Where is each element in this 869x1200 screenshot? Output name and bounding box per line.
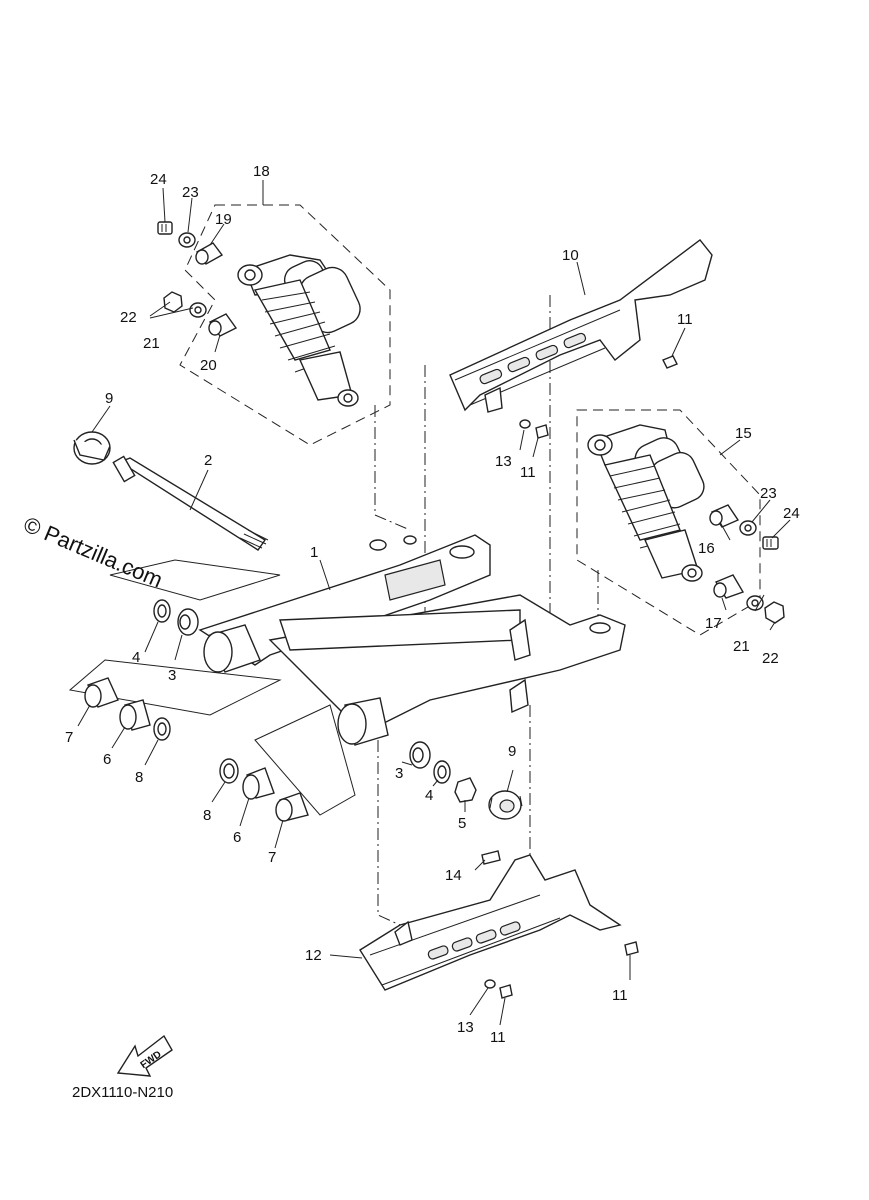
screw-11-b: [535, 424, 549, 439]
callout-9-top: 9: [105, 390, 113, 407]
collar-20: [208, 313, 238, 337]
callout-9-bottom: 9: [508, 743, 516, 760]
axle-nut-bottom: [488, 790, 523, 820]
rear-shock-left: [237, 254, 361, 407]
collar-17: [713, 574, 745, 599]
callout-18: 18: [253, 163, 270, 180]
watermark: © Partzilla.com: [20, 512, 166, 593]
left-bushing-7: [84, 677, 119, 708]
callout-24-right: 24: [783, 505, 800, 522]
align-line-shock-left: [374, 405, 411, 531]
callout-2: 2: [204, 452, 212, 469]
left-seal-8: [153, 717, 171, 741]
left-bearing-6: [119, 699, 151, 731]
rear-shock-right: [587, 424, 705, 582]
group-outline-axle: [109, 559, 281, 601]
callout-21-right: 21: [733, 638, 750, 655]
callout-19: 19: [215, 211, 232, 228]
nut-22-left: [163, 291, 183, 313]
callout-10: 10: [562, 247, 579, 264]
callout-1: 1: [310, 544, 318, 561]
callout-4-left: 4: [132, 649, 140, 666]
washer-21-right: [746, 595, 764, 611]
label-14: [481, 850, 501, 865]
callout-3-left: 3: [168, 667, 176, 684]
callout-23-right: 23: [760, 485, 777, 502]
shock-bolt-24-left: [157, 221, 173, 235]
callout-11-d: 11: [490, 1029, 506, 1046]
callout-13-b: 13: [457, 1019, 474, 1036]
nut-5: [454, 777, 477, 803]
callout-11-c: 11: [612, 987, 628, 1004]
callout-23-left: 23: [182, 184, 199, 201]
right-washer-4: [433, 760, 451, 784]
callout-7-right: 7: [268, 849, 276, 866]
chain-guard-lower: [359, 854, 622, 991]
callout-17: 17: [705, 615, 722, 632]
callout-8-right: 8: [203, 807, 211, 824]
screw-11-a: [662, 355, 678, 369]
washer-23-right: [739, 520, 757, 536]
axle-nut-top: [73, 431, 111, 465]
callout-6-right: 6: [233, 829, 241, 846]
screw-11-d: [499, 984, 513, 999]
callout-6-left: 6: [103, 751, 111, 768]
left-collar-3: [177, 608, 199, 636]
callout-22-left: 22: [120, 309, 137, 326]
right-seal-8: [219, 758, 239, 784]
callout-16: 16: [698, 540, 715, 557]
leader-lines: [77, 180, 791, 1026]
collar-16: [709, 504, 740, 528]
nut-22-right: [764, 601, 785, 624]
right-collar-3: [409, 741, 431, 769]
callout-13-a: 13: [495, 453, 512, 470]
diagram-code: 2DX1110-N210: [72, 1084, 173, 1101]
callout-15: 15: [735, 425, 752, 442]
callout-8-left: 8: [135, 769, 143, 786]
callout-21-left: 21: [143, 335, 160, 352]
callout-labels: 1 2 3 4 3 4 5 7 6 8 8 6 7 9 9 10 11 13 1…: [65, 163, 800, 1046]
callout-12: 12: [305, 947, 322, 964]
callout-4-right: 4: [425, 787, 433, 804]
washer-21-left: [189, 302, 207, 318]
collar-19: [195, 242, 224, 265]
fwd-arrow-icon: FWD: [116, 1034, 173, 1077]
callout-3-right: 3: [395, 765, 403, 782]
callout-5: 5: [458, 815, 466, 832]
group-outline-left-bearings: [68, 659, 282, 716]
washer-13-b: [484, 979, 496, 989]
left-washer-4: [153, 599, 171, 623]
group-outline-right-bearings: [254, 704, 356, 816]
right-bearing-6: [242, 767, 275, 800]
right-bushing-7: [275, 792, 309, 822]
callout-24-left: 24: [150, 171, 167, 188]
washer-23-left: [178, 232, 196, 248]
callout-14: 14: [445, 867, 462, 884]
chain-case: [449, 239, 713, 413]
callout-20: 20: [200, 357, 217, 374]
screw-11-c: [624, 941, 639, 956]
pivot-axle: [112, 455, 269, 551]
shock-bolt-24-right: [762, 536, 779, 550]
washer-13-a: [519, 419, 531, 429]
swingarm: [198, 534, 626, 746]
callout-11-a: 11: [677, 311, 693, 328]
callout-11-b: 11: [520, 464, 536, 481]
callout-7-left: 7: [65, 729, 73, 746]
callout-22-right: 22: [762, 650, 779, 667]
